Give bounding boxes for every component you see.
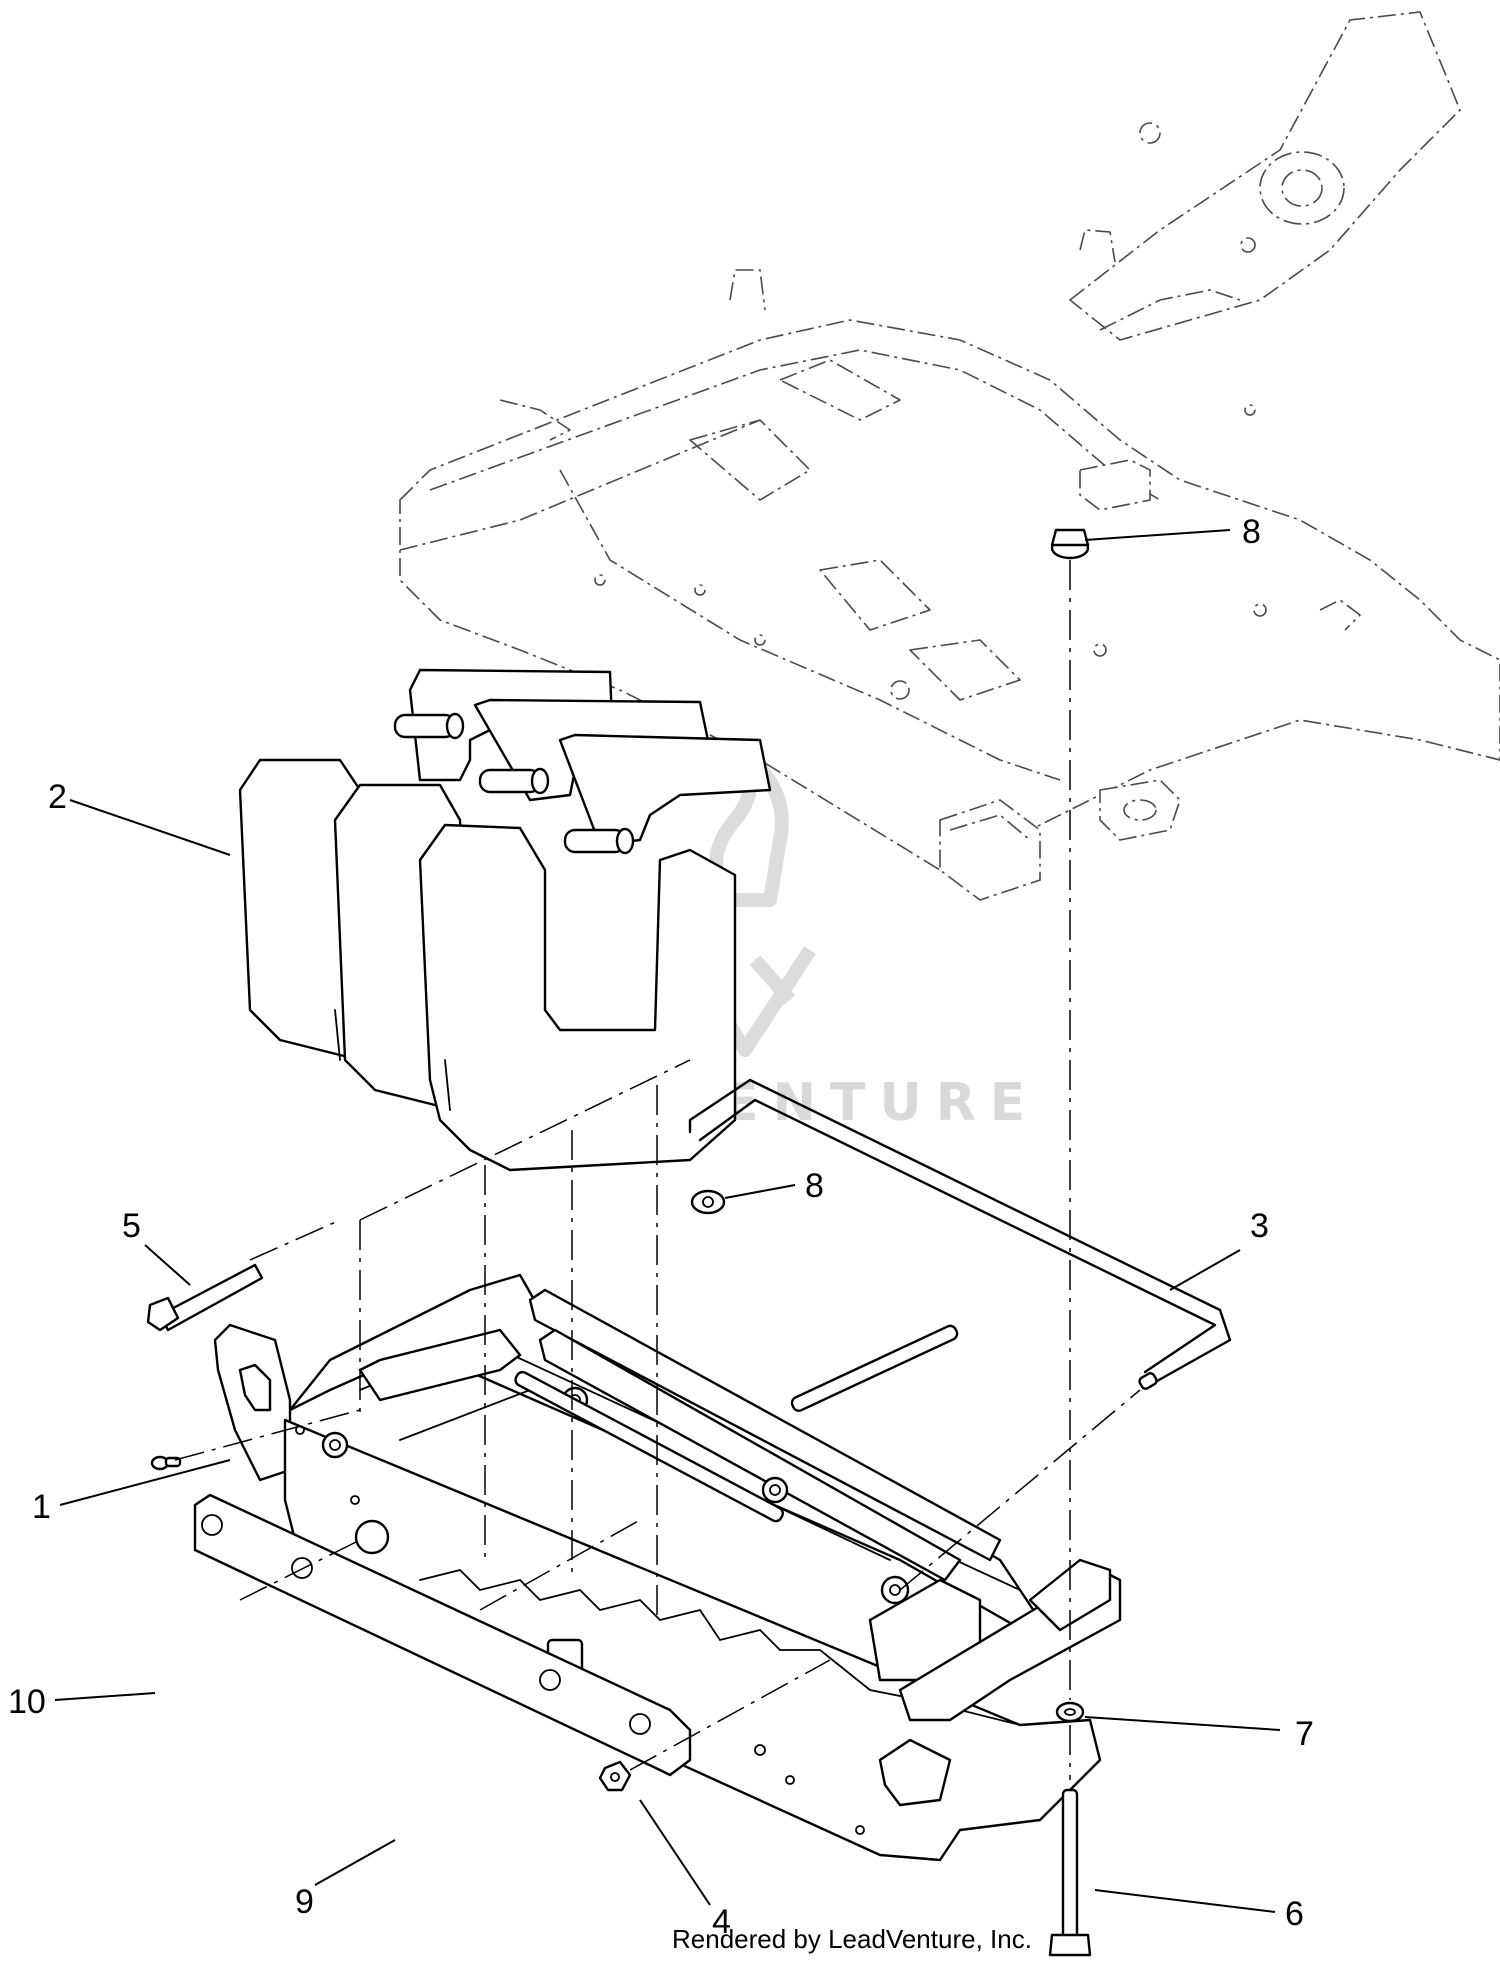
callout-10: 10: [8, 1683, 46, 1721]
wire-retainer: [688, 1078, 1232, 1387]
hex-nut: [598, 1760, 632, 1792]
callout-9: 9: [295, 1883, 314, 1921]
weight-stack: [238, 668, 772, 1172]
mower-frame-ghost: [399, 11, 1500, 901]
callout-4: 4: [712, 1903, 731, 1941]
assembly-phantom-lines: [174, 560, 1141, 1780]
carriage-bolt: [146, 1263, 264, 1332]
flange-nut-lower: [690, 1189, 726, 1215]
callout-1: 1: [32, 1488, 51, 1526]
leader-lines: [54, 529, 1281, 1913]
callout-labels: 8 2 8 5 3 1 10 7 9 4 6: [8, 513, 1314, 1941]
hex-bolt: [1048, 1788, 1092, 1957]
flat-washer: [1055, 1701, 1085, 1723]
callout-5: 5: [122, 1207, 141, 1245]
flange-nut-upper: [1050, 528, 1090, 560]
callout-6: 6: [1285, 1895, 1304, 1933]
callout-8-lower: 8: [805, 1167, 824, 1205]
callout-2: 2: [48, 778, 67, 816]
callout-7: 7: [1295, 1715, 1314, 1753]
weight-bracket: [213, 1273, 1122, 1862]
small-fastener: [150, 1455, 182, 1471]
rear-bar: [193, 1493, 692, 1777]
callout-3: 3: [1250, 1207, 1269, 1245]
callout-8-upper: 8: [1242, 513, 1261, 551]
render-credit: Rendered by LeadVenture, Inc.: [672, 1924, 1032, 1954]
